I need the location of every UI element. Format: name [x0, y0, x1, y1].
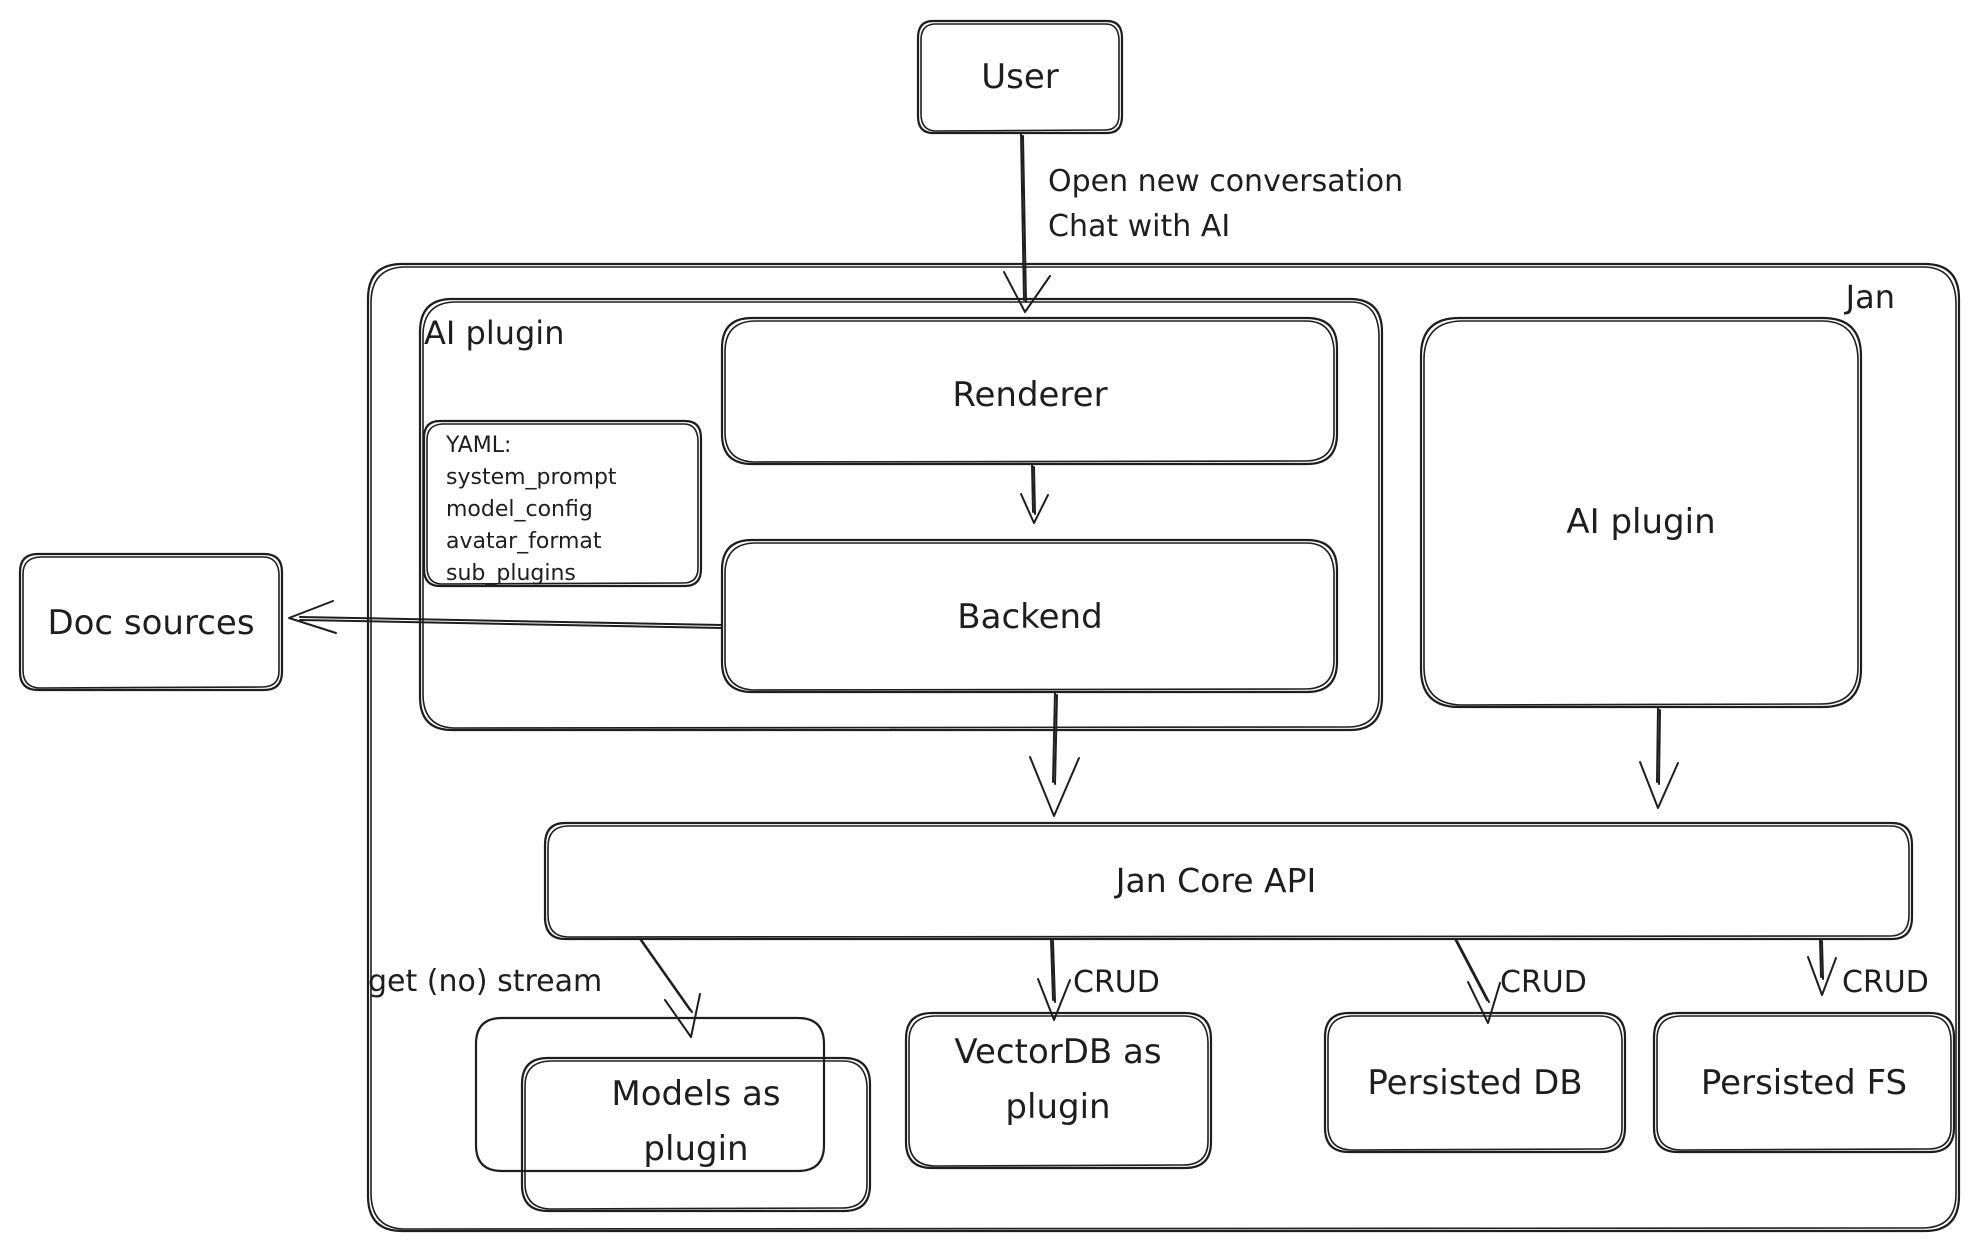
node-doc-sources[interactable]: Doc sources	[18, 552, 284, 692]
node-yaml-card-line-4: sub_plugins	[446, 561, 576, 586]
node-renderer[interactable]: Renderer	[720, 316, 1339, 466]
node-ai-plugin-box[interactable]: AI plugin	[1419, 316, 1863, 709]
group-ai-plugin[interactable]: AI plugin	[418, 297, 1384, 732]
node-ai-plugin-box-label: AI plugin	[1566, 502, 1715, 542]
edge-backend-to-doc-sources	[288, 600, 723, 634]
node-yaml-card-line-2: model_config	[446, 497, 593, 522]
edge-renderer-to-backend	[1020, 463, 1049, 524]
node-jan-core-api-label: Jan Core API	[1114, 861, 1316, 900]
node-backend-label: Backend	[957, 597, 1102, 637]
node-backend[interactable]: Backend	[720, 538, 1339, 694]
node-yaml-card-line-3: avatar_format	[446, 529, 602, 554]
edge-core-to-persisted-fs: CRUD	[1807, 938, 1929, 1000]
edge-core-to-persisted-fs-label: CRUD	[1842, 965, 1929, 1000]
node-yaml-card-line-1: system_prompt	[446, 465, 617, 490]
edge-core-to-vectordb-label: CRUD	[1073, 965, 1160, 1000]
node-doc-sources-label: Doc sources	[47, 603, 254, 643]
node-renderer-label: Renderer	[952, 375, 1107, 415]
node-user-label: User	[981, 57, 1059, 97]
node-models-plugin-label-line2: plugin	[643, 1129, 748, 1169]
group-ai-plugin-label: AI plugin	[424, 314, 564, 352]
node-jan-core-api[interactable]: Jan Core API	[543, 821, 1914, 941]
node-yaml-card[interactable]: YAML: system_prompt model_config avatar_…	[422, 419, 703, 588]
node-persisted-fs-label: Persisted FS	[1701, 1063, 1907, 1103]
group-jan[interactable]: Jan	[366, 262, 1961, 1233]
edge-ai-plugin-to-core	[1639, 706, 1679, 809]
node-models-plugin-label-line1: Models as	[611, 1074, 780, 1114]
node-user[interactable]: User	[916, 19, 1124, 135]
edge-core-to-vectordb: CRUD	[1037, 938, 1160, 1021]
node-vectordb-plugin[interactable]: VectorDB as plugin	[904, 1011, 1213, 1170]
edge-user-to-renderer-label-line1: Open new conversation	[1048, 164, 1403, 199]
edge-user-to-renderer-label-line2: Chat with AI	[1048, 209, 1230, 244]
node-vectordb-plugin-label-line1: VectorDB as	[954, 1032, 1161, 1072]
edge-core-to-persisted-db-label: CRUD	[1500, 965, 1587, 1000]
group-jan-label: Jan	[1844, 278, 1895, 316]
node-yaml-card-line-0: YAML:	[445, 433, 511, 458]
node-persisted-fs[interactable]: Persisted FS	[1652, 1011, 1956, 1154]
edge-core-to-models-label: get (no) stream	[368, 964, 602, 999]
edge-core-to-models: get (no) stream	[368, 938, 701, 1038]
node-persisted-db-label: Persisted DB	[1367, 1063, 1582, 1103]
edge-core-to-persisted-db: CRUD	[1454, 938, 1587, 1024]
edge-user-to-renderer: Open new conversation Chat with AI	[1003, 132, 1403, 313]
node-vectordb-plugin-label-line2: plugin	[1005, 1087, 1110, 1127]
node-models-plugin[interactable]: Models as plugin	[474, 1016, 872, 1213]
node-persisted-db[interactable]: Persisted DB	[1323, 1011, 1627, 1154]
edge-backend-to-core	[1029, 691, 1080, 817]
